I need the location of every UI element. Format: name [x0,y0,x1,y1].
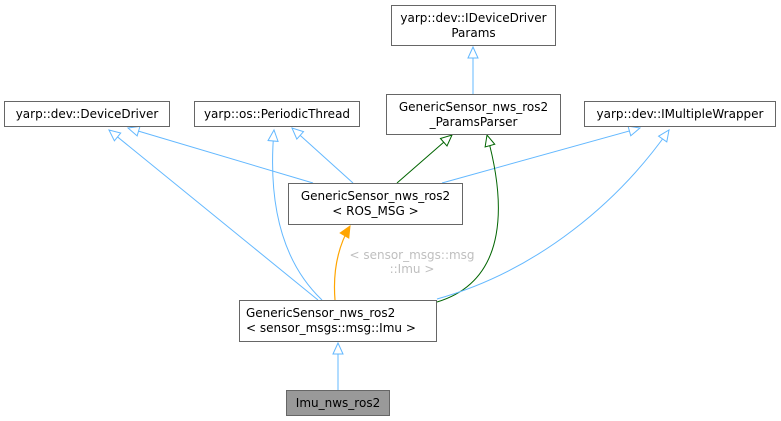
node-idevicedriverparams[interactable]: yarp::dev::IDeviceDriver Params [391,5,556,46]
edge-template-to-devicedriver [126,125,314,184]
node-imultiplewrapper[interactable]: yarp::dev::IMultipleWrapper [584,101,776,127]
node-imu-nws-ros2-line1: Imu_nws_ros2 [295,395,381,410]
node-template-line1: GenericSensor_nws_ros2 [300,189,451,203]
node-template[interactable]: GenericSensor_nws_ros2 < ROS_MSG > [288,183,463,225]
edge-instance-to-template [333,224,351,301]
node-periodicthread[interactable]: yarp::os::PeriodicThread [194,101,360,127]
edge-instance-to-devicedriver [108,129,319,301]
node-paramsparser-line1: GenericSensor_nws_ros2 [398,99,549,114]
node-paramsparser-line2: _ParamsParser [429,114,518,129]
node-idevicedriverparams-line2: Params [451,25,496,40]
template-argument-label-line2: ::Imu > [389,262,435,276]
template-argument-label: < sensor_msgs::msg ::Imu > [342,248,482,276]
node-instance[interactable]: GenericSensor_nws_ros2 < sensor_msgs::ms… [239,300,437,342]
node-paramsparser[interactable]: GenericSensor_nws_ros2 _ParamsParser [386,94,561,135]
node-periodicthread-line1: yarp::os::PeriodicThread [203,106,351,121]
node-devicedriver-line1: yarp::dev::DeviceDriver [15,106,159,121]
node-template-line2: < ROS_MSG > [332,204,419,218]
edge-template-to-imultiplewrapper [441,125,642,184]
node-imu-nws-ros2[interactable]: Imu_nws_ros2 [286,390,390,416]
node-instance-line2: < sensor_msgs::msg::Imu > [246,321,416,335]
node-imultiplewrapper-line1: yarp::dev::IMultipleWrapper [596,106,764,121]
node-idevicedriverparams-line1: yarp::dev::IDeviceDriver [400,10,547,25]
edge-instance-to-periodicthread [267,128,323,301]
node-devicedriver[interactable]: yarp::dev::DeviceDriver [4,101,170,127]
template-argument-label-line1: < sensor_msgs::msg [349,248,475,262]
edge-template-to-periodicthread [291,127,354,184]
edge-template-to-paramsparser [396,134,453,184]
node-instance-line1: GenericSensor_nws_ros2 [246,306,396,320]
edge-instance-to-imultiplewrapper [436,129,670,300]
